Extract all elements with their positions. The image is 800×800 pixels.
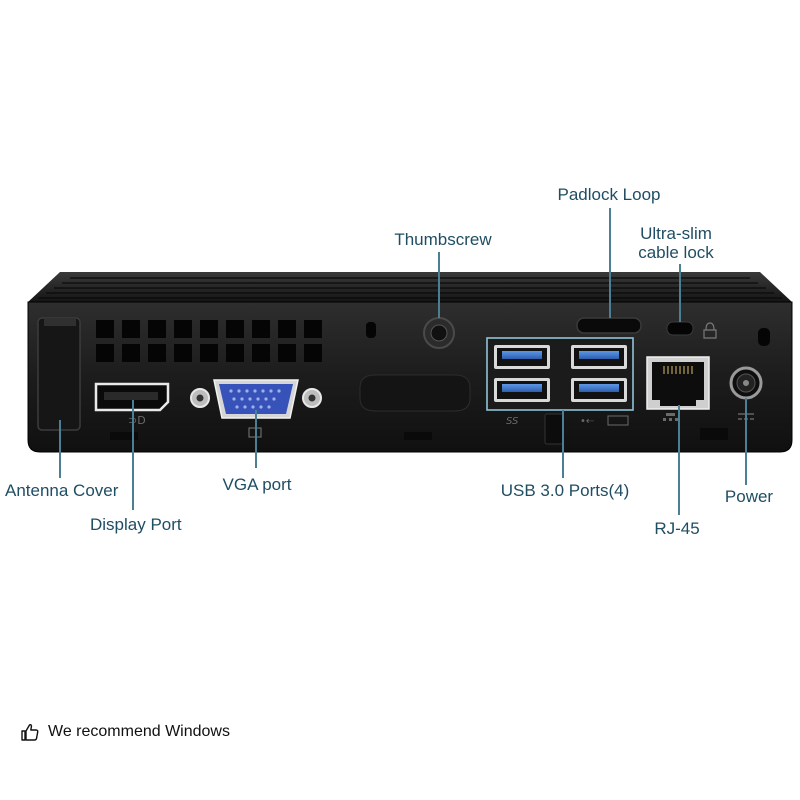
thumbscrew xyxy=(423,317,455,349)
vga-port xyxy=(190,379,322,419)
power-jack xyxy=(729,366,763,400)
vent-grille xyxy=(96,320,322,362)
rj45-port xyxy=(646,356,710,410)
usb-ss-marking: SS xyxy=(506,416,519,427)
screw-hole-right xyxy=(758,328,770,346)
usb-marking: •⇠ xyxy=(580,416,595,427)
display-port xyxy=(94,382,170,412)
label-antenna-cover: Antenna Cover xyxy=(5,481,119,500)
label-cable-lock-line1: Ultra-slim xyxy=(640,224,712,243)
label-padlock-loop: Padlock Loop xyxy=(557,185,661,204)
keyboard-symbol xyxy=(607,415,629,426)
antenna-cover xyxy=(37,317,81,431)
display-port-symbol: ⊃D xyxy=(128,414,146,427)
label-cable-lock-line2: cable lock xyxy=(638,243,714,262)
usb-port xyxy=(494,378,550,402)
network-symbol xyxy=(663,413,678,421)
recommendation-footer: We recommend Windows xyxy=(20,722,230,742)
footer-text: We recommend Windows xyxy=(48,723,230,740)
label-display-port: Display Port xyxy=(90,515,182,534)
thumbs-up-icon xyxy=(21,723,39,741)
usb-port xyxy=(571,378,627,402)
padlock-loop xyxy=(576,317,642,334)
label-rj45: RJ-45 xyxy=(654,519,700,538)
label-thumbscrew: Thumbscrew xyxy=(394,230,492,249)
io-recess xyxy=(359,374,471,412)
chassis-top xyxy=(28,272,792,302)
usb-ports xyxy=(494,345,627,402)
label-usb-ports: USB 3.0 Ports(4) xyxy=(500,481,630,500)
usb-port xyxy=(571,345,627,369)
latch-clip xyxy=(544,413,564,445)
screw-hole xyxy=(366,322,376,338)
cable-lock-slot xyxy=(666,321,694,336)
label-power: Power xyxy=(724,487,774,506)
usb-port xyxy=(494,345,550,369)
callout-lines xyxy=(59,208,747,515)
top-vents xyxy=(38,277,782,299)
lock-symbol xyxy=(703,322,717,339)
label-vga-port: VGA port xyxy=(222,475,292,494)
